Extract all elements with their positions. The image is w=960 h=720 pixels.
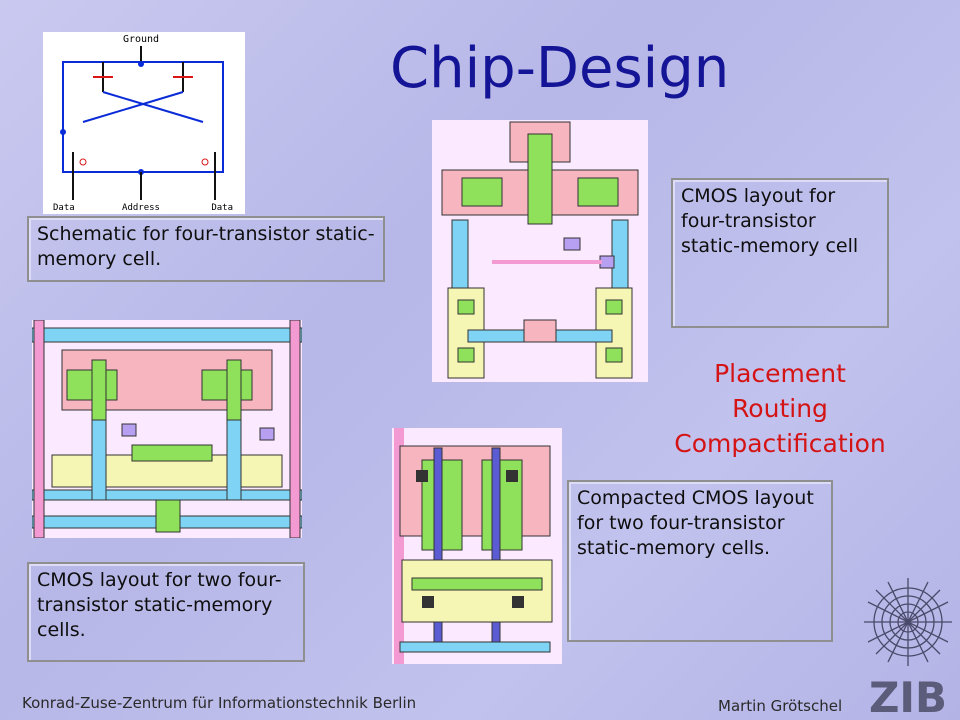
schematic-label-data-left: Data [53, 203, 75, 213]
footer-author: Martin Grötschel [718, 697, 843, 715]
cmos-cell-layout-image [432, 120, 648, 382]
zib-logo-text: ZIB [869, 673, 947, 720]
schematic-image: Ground Data Address Data [43, 32, 245, 214]
schematic-label-ground: Ground [123, 34, 159, 45]
caption-cmos-two: CMOS layout for two four-transistor stat… [27, 562, 305, 662]
step-routing: Routing [732, 394, 828, 423]
compacted-layout-image [392, 428, 562, 664]
footer-institution: Konrad-Zuse-Zentrum für Informationstech… [22, 694, 417, 712]
step-compactification: Compactification [674, 429, 886, 458]
caption-cmos-cell: CMOS layout for four-transistor static-m… [671, 178, 889, 328]
steps-list: Placement Routing Compactification [660, 356, 900, 461]
schematic-label-address: Address [122, 203, 160, 213]
caption-compacted: Compacted CMOS layout for two four-trans… [567, 480, 833, 642]
schematic-label-data-right: Data [211, 203, 233, 213]
caption-schematic: Schematic for four-transistor static-mem… [27, 216, 385, 282]
slide-title: Chip-Design [390, 36, 730, 101]
cmos-two-cells-layout-image [32, 320, 302, 538]
zib-logo: ZIB [858, 572, 958, 720]
step-placement: Placement [714, 359, 846, 388]
